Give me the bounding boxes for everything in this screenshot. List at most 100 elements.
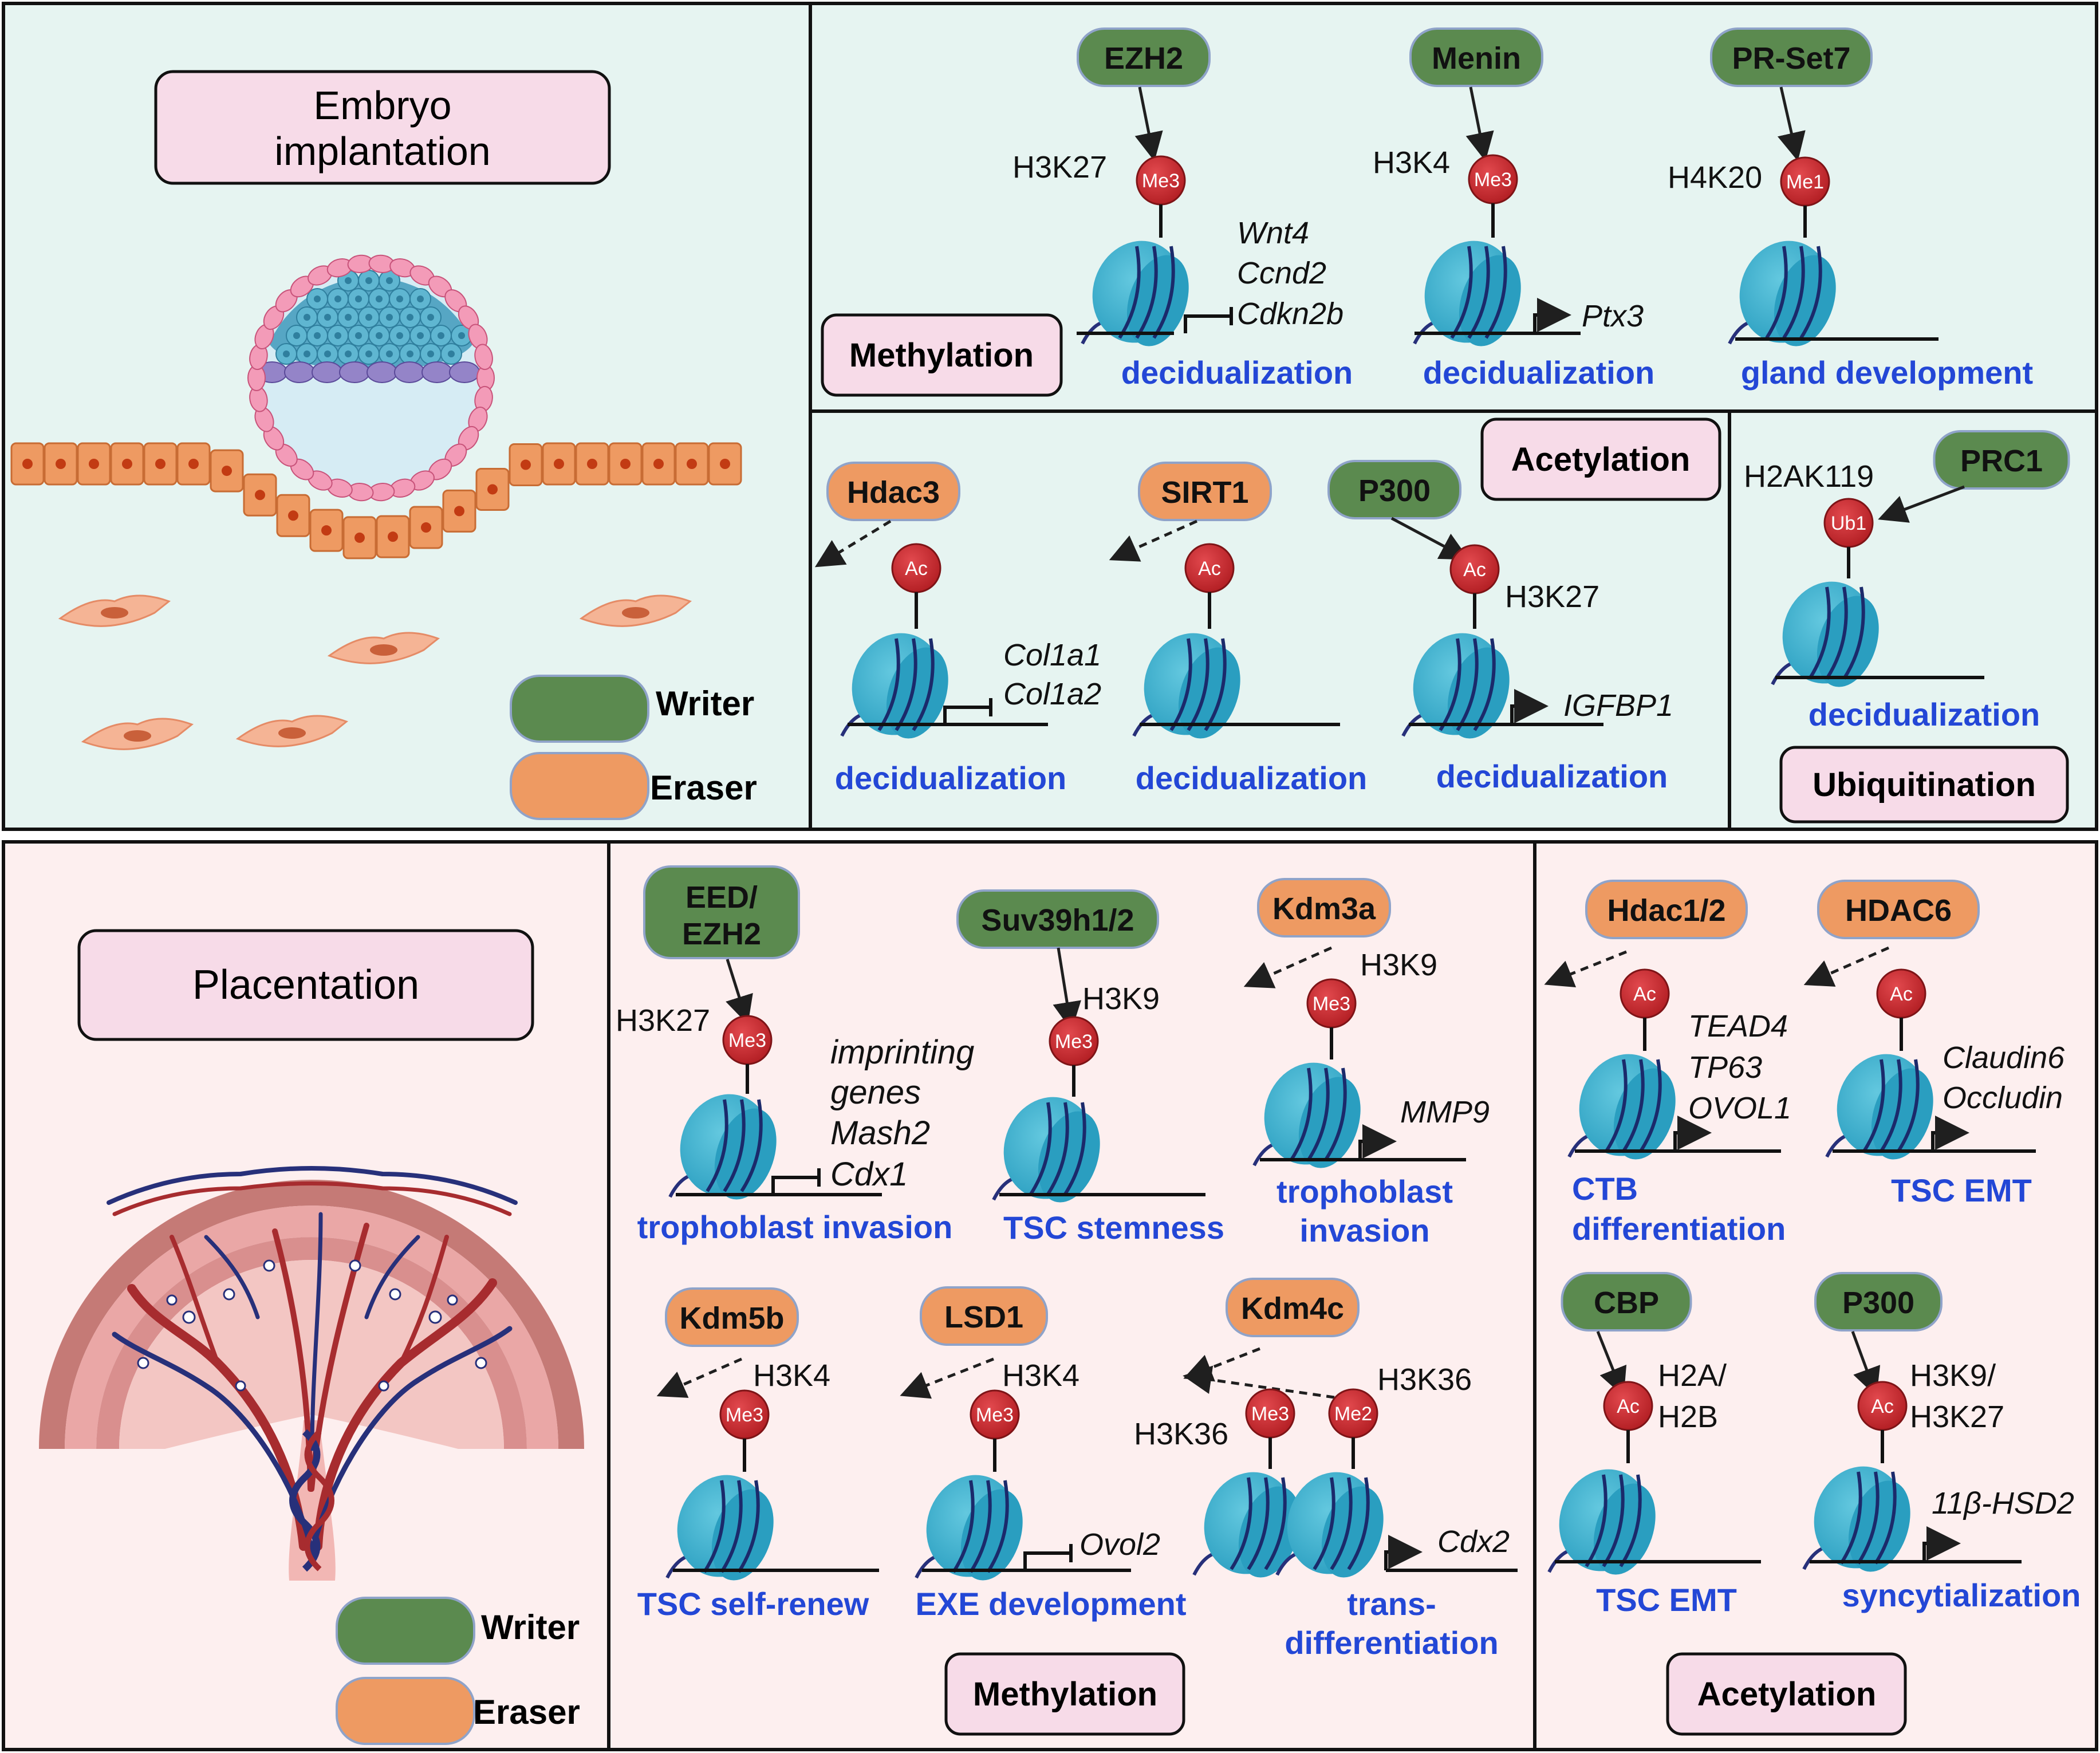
bottom-methylation-label: Methylation	[944, 1652, 1185, 1736]
site-label: H3K27	[1505, 580, 1599, 614]
legend-writer-swatch	[510, 675, 649, 743]
outcome-label: syncytialization	[1842, 1577, 2081, 1613]
dna-wrap	[1862, 1059, 1885, 1152]
gene-label: OVOL1	[1688, 1091, 1791, 1125]
cell-nucleus	[417, 296, 424, 302]
dna-wrap	[1765, 246, 1788, 339]
activation-arrow	[1358, 1124, 1397, 1160]
outcome-label: differentiation	[1285, 1625, 1498, 1661]
enzyme-pill-shape	[956, 889, 1159, 949]
histone-mark: Ac	[1449, 544, 1500, 594]
mark-label: Ac	[1463, 559, 1486, 581]
histone-mark: Me2	[1328, 1388, 1378, 1439]
enzyme-pill-shape	[1561, 1272, 1692, 1332]
deposition-arrow	[1465, 86, 1494, 161]
cell-nucleus	[370, 644, 397, 656]
svg-text:Ubiquitination: Ubiquitination	[1813, 766, 2036, 803]
mark-label: Ac	[1198, 558, 1221, 580]
histone-mark: Me3	[1245, 1388, 1295, 1439]
dna-wrap	[1063, 1102, 1086, 1195]
mark-label: Me1	[1786, 171, 1824, 193]
deposition-arrow	[1878, 485, 1965, 523]
cell-nucleus	[376, 296, 383, 302]
gene-label: imprinting	[830, 1034, 974, 1071]
cell-nucleus	[345, 277, 352, 284]
cell-nucleus	[388, 531, 398, 542]
dna-wrap	[1324, 1067, 1347, 1161]
gene-label: Cdkn2b	[1237, 297, 1343, 331]
cell-nucleus	[283, 350, 290, 357]
cell-nucleus	[365, 350, 372, 357]
polar-trophectoderm-cell	[421, 361, 452, 383]
polar-trophectoderm-cell	[449, 361, 480, 383]
enzyme-lsd1: LSD1	[920, 1286, 1048, 1346]
outcome-label: trans-	[1347, 1586, 1436, 1622]
mark-label: Me3	[1313, 993, 1350, 1015]
legend-eraser-label: Eraser	[650, 769, 757, 807]
nucleosome	[1252, 1062, 1361, 1168]
gene-label: Wnt4	[1237, 216, 1309, 250]
activation-arrow	[1533, 298, 1571, 333]
stromal-cell	[327, 632, 440, 664]
dna-wrap	[969, 1480, 992, 1573]
mark-label: Me3	[1251, 1403, 1289, 1425]
cell-nucleus	[421, 522, 431, 533]
cell-nucleus	[427, 314, 434, 321]
enzyme-pill-shape	[1710, 27, 1873, 87]
enzyme-label: SIRT1	[1161, 475, 1248, 510]
dna-wrap	[1450, 246, 1473, 339]
outcome-label: EXE development	[915, 1586, 1186, 1622]
enzyme-label: Hdac3	[847, 475, 940, 510]
activation-arrow	[1931, 1116, 1969, 1151]
nucleosome	[1567, 1054, 1676, 1160]
enzyme-pill-shape	[1226, 1278, 1360, 1337]
cell-nucleus	[355, 332, 362, 339]
dna-wrap	[912, 638, 935, 731]
outcome-label: TSC stemness	[1003, 1210, 1224, 1246]
enzyme-cbp: CBP	[1561, 1272, 1692, 1332]
site-label: H2B	[1658, 1400, 1718, 1434]
enzyme-p300: P300	[1327, 460, 1461, 519]
dna-wrap	[952, 1480, 975, 1573]
dna-wrap	[706, 1099, 728, 1192]
outcome-label: decidualization	[1436, 758, 1668, 794]
nucleosome	[1081, 241, 1189, 346]
nucleosome	[1728, 241, 1836, 346]
removal-arrow	[1109, 519, 1198, 562]
enzyme-hdac3: Hdac3	[826, 462, 960, 521]
histone-mark: Ac	[1857, 1381, 1908, 1431]
mark-label: Me3	[1142, 170, 1180, 192]
nucleosome	[1401, 633, 1510, 739]
gene-label: 11β-HSD2	[1932, 1486, 2074, 1520]
histone-mark: Ub1	[1823, 498, 1874, 548]
enzyme-ezh2: EZH2	[1077, 27, 1211, 87]
cell-nucleus	[304, 314, 310, 321]
enzyme-menin: Menin	[1409, 27, 1543, 87]
enzyme-label: Menin	[1432, 41, 1521, 76]
enzyme-label: LSD1	[944, 1300, 1023, 1334]
dna-wrap	[1313, 1477, 1335, 1570]
gene-label: Ccnd2	[1237, 256, 1326, 290]
cell-nucleus	[124, 730, 151, 742]
cell-nucleus	[407, 350, 413, 357]
embryo-implantation-header: Embryo implantation	[154, 70, 611, 185]
legend-eraser-swatch	[510, 752, 649, 820]
outcome-label: CTB	[1572, 1171, 1638, 1207]
site-label: H3K4	[753, 1358, 830, 1393]
dna-wrap	[1880, 1059, 1902, 1152]
nucleosome	[1802, 1466, 1910, 1572]
mark-label: Me3	[1055, 1031, 1093, 1053]
enzyme-label: Hdac1/2	[1607, 893, 1725, 928]
nucleosome	[665, 1475, 774, 1581]
site-label: H3K27	[1012, 150, 1107, 184]
dna-wrap	[1602, 1474, 1625, 1567]
cell-nucleus	[720, 459, 730, 469]
stromal-cells	[58, 594, 692, 750]
enzyme-eed-ezh2: EED/EZH2	[643, 865, 800, 959]
cell-nucleus	[188, 459, 199, 469]
histone-mark: Me3	[1468, 154, 1518, 204]
enzyme-pr-set7: PR-Set7	[1710, 27, 1873, 87]
dna-wrap	[1347, 1477, 1370, 1570]
histone-mark: Me3	[719, 1389, 770, 1440]
